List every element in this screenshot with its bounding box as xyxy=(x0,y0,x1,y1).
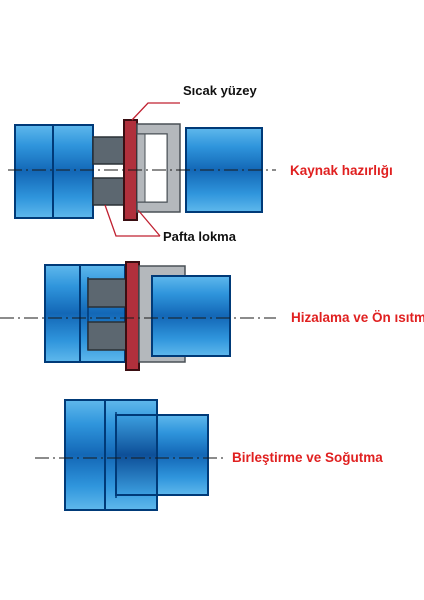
pipe-exposed-section xyxy=(156,414,209,496)
heating-socket xyxy=(136,123,181,213)
fitting-body xyxy=(14,124,94,219)
heating-sockets-pointer-2 xyxy=(137,209,161,237)
hot-plate xyxy=(125,261,140,371)
step-2-assembly xyxy=(0,261,276,371)
step-1-label: Kaynak hazırlığı xyxy=(290,163,393,178)
step-3-assembly xyxy=(35,399,226,511)
step-2-label: Hizalama ve Ön ısıtma xyxy=(291,310,424,325)
heating-sockets-label: Pafta lokma xyxy=(163,229,236,244)
heating-spigot xyxy=(92,136,126,206)
heating-spigot xyxy=(87,278,127,351)
heating-sockets-pointer xyxy=(104,204,160,237)
hot-surface-pointer xyxy=(131,102,180,121)
step-1-assembly xyxy=(8,102,276,237)
pipe xyxy=(151,275,231,357)
step-3-label: Birleştirme ve Soğutma xyxy=(232,450,383,465)
hot-surface-label: Sıcak yüzey xyxy=(183,83,257,98)
